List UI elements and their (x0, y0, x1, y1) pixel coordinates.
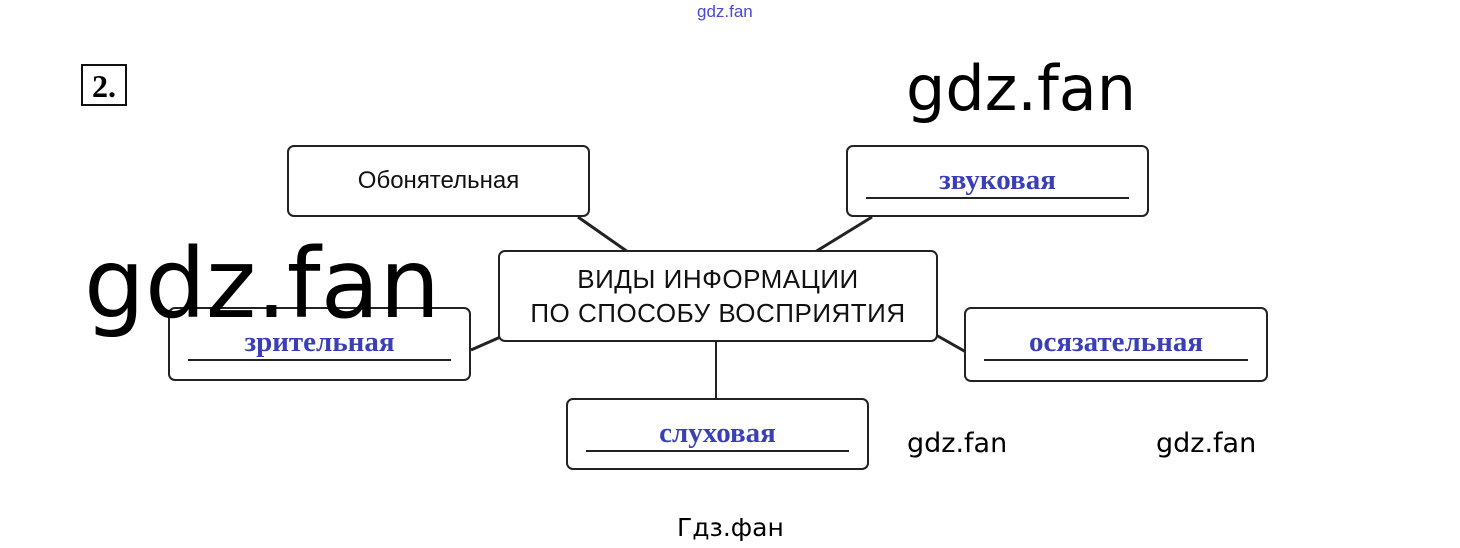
watermark-bottom: Гдз.фан (677, 513, 784, 542)
answer-visual[interactable]: зрительная (188, 325, 451, 361)
watermark-left-big: gdz.fan (84, 228, 441, 340)
box-olfactory: Обонятельная (287, 145, 590, 217)
box-auditory: слуховая (566, 398, 869, 470)
box-sound: звуковая (846, 145, 1149, 217)
given-label: Обонятельная (357, 167, 520, 194)
box-center: ВИДЫ ИНФОРМАЦИИ ПО СПОСОБУ ВОСПРИЯТИЯ (498, 250, 938, 342)
watermark-small-2: gdz.fan (1156, 428, 1257, 459)
watermark-small-1: gdz.fan (907, 428, 1008, 459)
answer-sound[interactable]: звуковая (866, 163, 1129, 199)
watermark-top-big: gdz.fan (906, 52, 1137, 125)
box-tactile: осязательная (964, 307, 1268, 382)
task-number: 2. (81, 64, 127, 106)
center-title-line1: ВИДЫ ИНФОРМАЦИИ (577, 264, 859, 294)
center-title-line2: ПО СПОСОБУ ВОСПРИЯТИЯ (530, 298, 906, 328)
watermark-top-small: gdz.fan (697, 2, 753, 21)
answer-auditory[interactable]: слуховая (586, 416, 849, 452)
answer-tactile[interactable]: осязательная (984, 325, 1248, 361)
box-visual: зрительная (168, 307, 471, 381)
